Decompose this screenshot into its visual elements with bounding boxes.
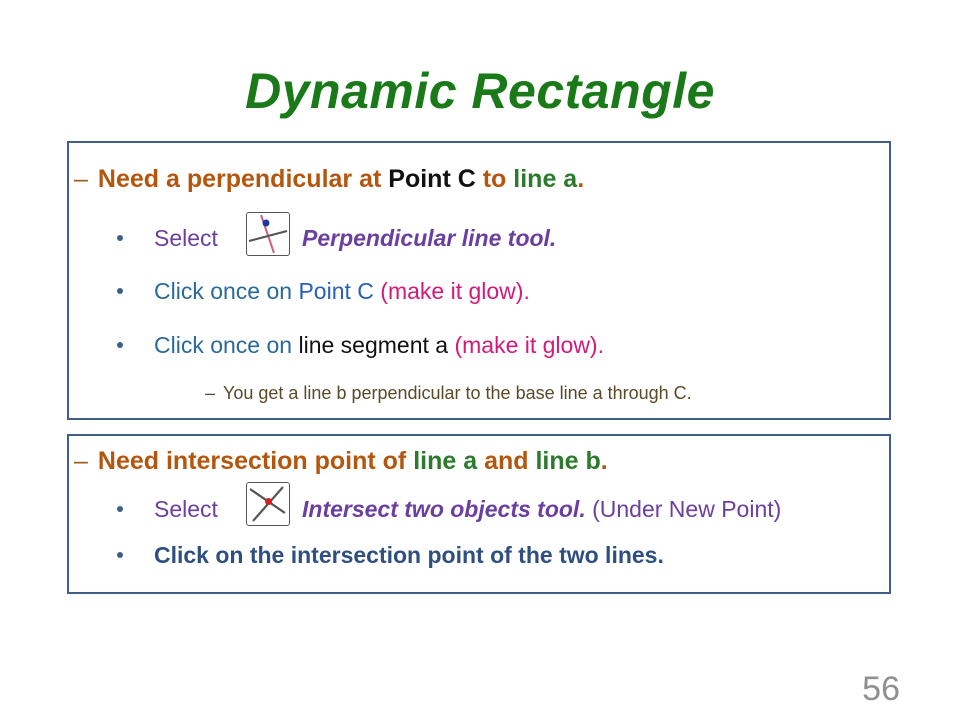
perpendicular-steps-box: [67, 141, 891, 420]
select-perpendicular-step: Select: [154, 225, 218, 251]
perpendicular-tool-label: Perpendicular line tool.: [302, 225, 557, 251]
bullet-dot: [117, 235, 123, 241]
bullet-dot: [117, 288, 123, 294]
page-number: 56: [862, 670, 900, 708]
perpendicular-line-tool-icon[interactable]: [246, 212, 290, 256]
bullet-dot: [117, 552, 123, 558]
click-intersection-step: Click on the intersection point of the t…: [154, 542, 664, 568]
click-point-c-step: Click once on Point C (make it glow).: [154, 278, 530, 304]
select-intersect-step: Select: [154, 496, 218, 522]
section1-heading: –Need a perpendicular at Point C to line…: [74, 165, 585, 193]
section2-heading: –Need intersection point of line a and l…: [74, 447, 608, 475]
click-segment-a-step: Click once on line segment a (make it gl…: [154, 332, 604, 358]
result-note: –You get a line b perpendicular to the b…: [205, 383, 692, 403]
intersect-two-objects-tool-icon[interactable]: [246, 482, 290, 526]
bullet-dot: [117, 506, 123, 512]
intersect-tool-label: Intersect two objects tool. (Under New P…: [302, 496, 782, 522]
slide-title: Dynamic Rectangle: [245, 63, 715, 119]
intersection-steps-box: [67, 434, 891, 594]
bullet-dot: [117, 342, 123, 348]
